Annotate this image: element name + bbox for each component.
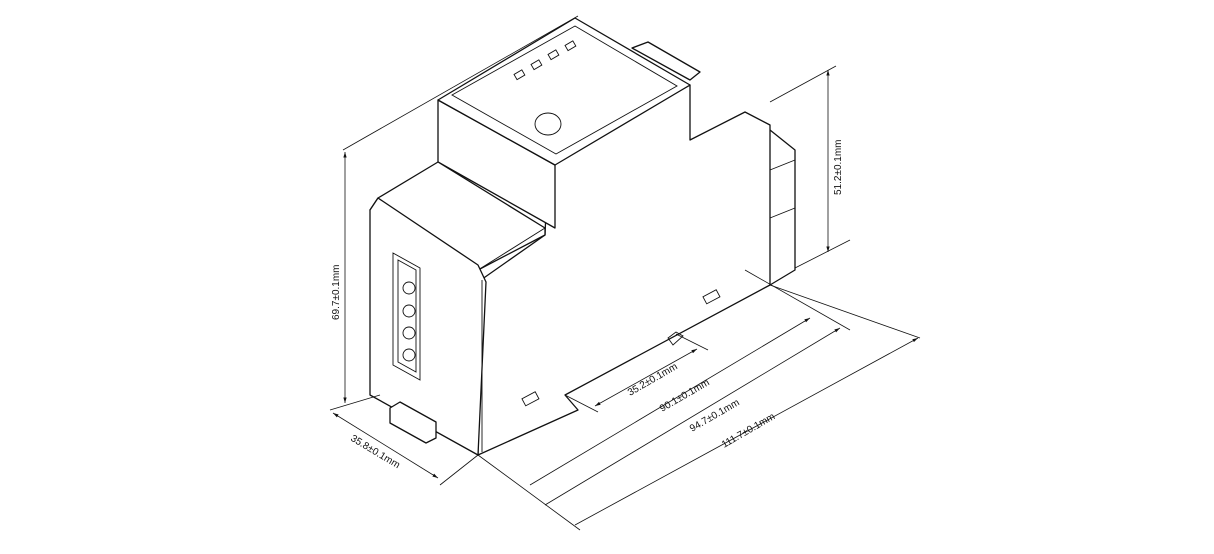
dim-length-total: 111.7±0.1mm [720, 411, 777, 450]
rail-latch [667, 331, 684, 346]
dim-height-total: 69.7±0.1mm [331, 264, 342, 320]
dimension-lines [329, 15, 921, 531]
led-indicators [513, 40, 577, 81]
enclosure-body [369, 17, 796, 456]
vent-slot [702, 289, 721, 305]
terminal-strip [392, 252, 421, 381]
reset-button [534, 112, 562, 136]
dim-height-rear: 51.2±0.1mm [833, 139, 844, 195]
top-module-top [437, 17, 691, 166]
dim-length-body: 90.1±0.1mm [658, 377, 712, 414]
dim-step-width: 35.2±0.1mm [626, 361, 680, 398]
vent-slot [521, 391, 540, 407]
left-end-face [369, 197, 487, 456]
